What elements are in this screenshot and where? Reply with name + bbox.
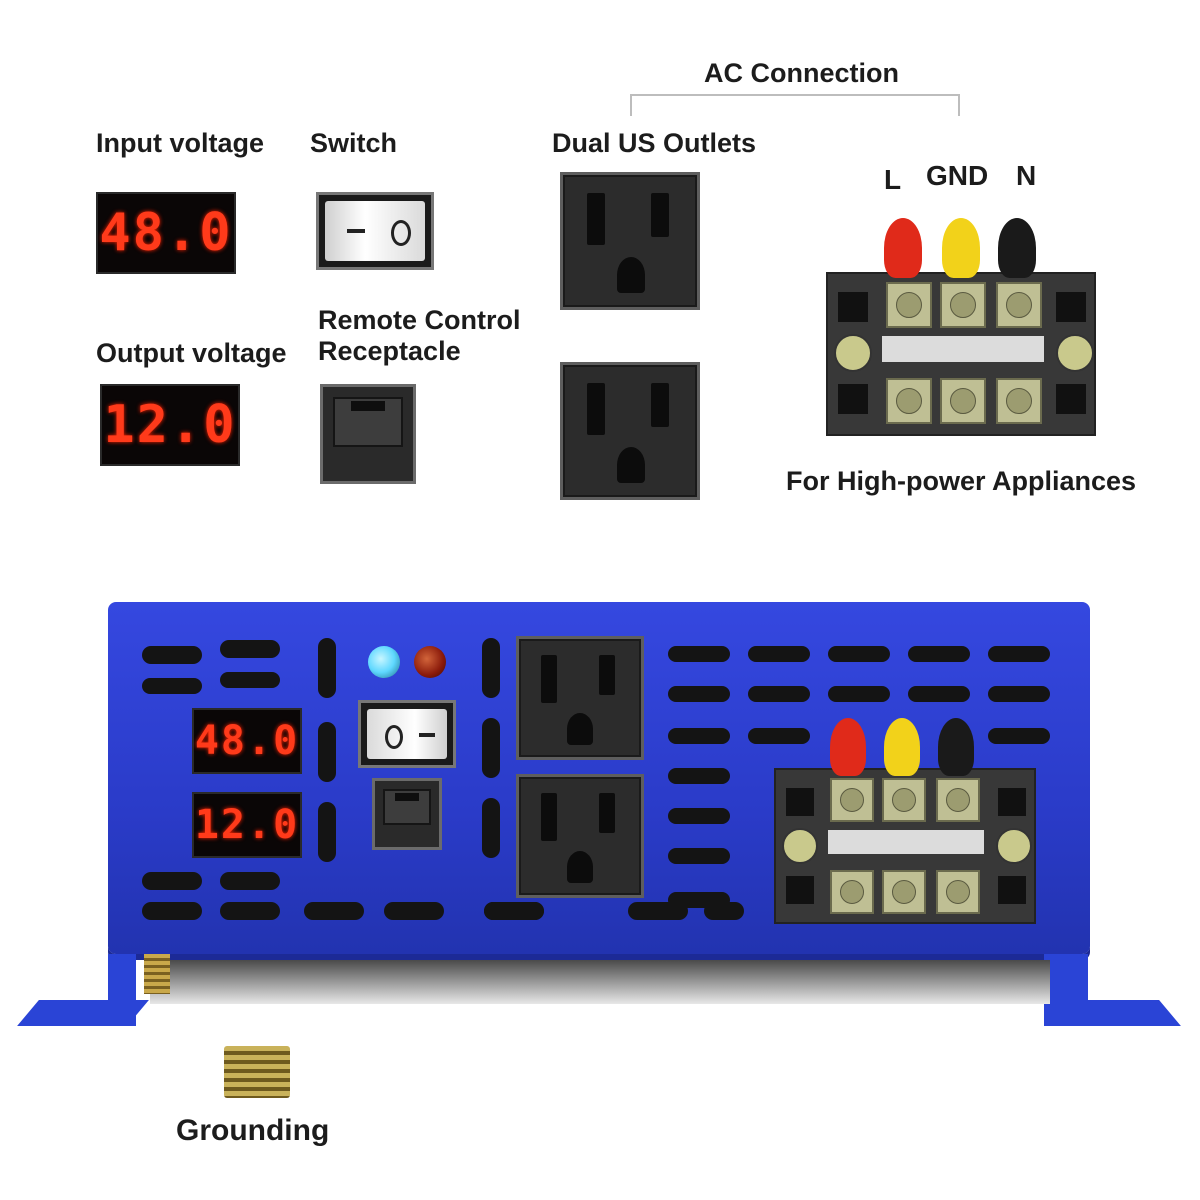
- input-voltage-label: Input voltage: [96, 128, 264, 158]
- panel-output-display: 12.0: [192, 792, 302, 858]
- panel-input-display: 48.0: [192, 708, 302, 774]
- terminal-n-label: N: [1016, 160, 1037, 191]
- remote-control-label: Remote Control: [318, 305, 521, 335]
- base-shadow: [150, 960, 1050, 1004]
- panel-outlet-bottom[interactable]: [516, 774, 644, 898]
- panel-power-switch[interactable]: [358, 700, 456, 768]
- output-voltage-label: Output voltage: [96, 338, 287, 368]
- ac-connection-label: AC Connection: [704, 58, 899, 88]
- panel-yellow-lug-icon: [884, 718, 920, 776]
- terminal-l-label: L: [884, 164, 902, 195]
- dual-outlets-label: Dual US Outlets: [552, 128, 757, 158]
- status-led-red-icon: [414, 646, 446, 678]
- panel-terminal-block[interactable]: [774, 768, 1036, 924]
- black-lug-icon: [998, 218, 1036, 278]
- panel-black-lug-icon: [938, 718, 974, 776]
- output-voltage-display: 12.0: [100, 384, 240, 466]
- remote-receptacle-label: Receptacle: [318, 336, 461, 366]
- yellow-lug-icon: [942, 218, 980, 278]
- grounding-label: Grounding: [176, 1114, 330, 1147]
- us-outlet-icon: [560, 172, 700, 310]
- status-led-blue-icon: [368, 646, 400, 678]
- switch-label: Switch: [310, 128, 398, 158]
- rocker-switch-icon: [316, 192, 434, 270]
- panel-ground-bolt-icon: [144, 954, 170, 994]
- rj-port-icon: [320, 384, 416, 484]
- ac-connection-bracket: [630, 94, 960, 116]
- mounting-foot-right-riser: [1044, 954, 1088, 1026]
- panel-outlet-top[interactable]: [516, 636, 644, 760]
- ground-bolt-icon: [224, 1046, 290, 1098]
- panel-remote-port[interactable]: [372, 778, 442, 850]
- terminal-block-icon: [826, 272, 1096, 436]
- mounting-foot-left-riser: [108, 954, 136, 1026]
- terminal-gnd-label: GND: [926, 160, 989, 191]
- inverter-front-panel: 48.0 12.0: [108, 602, 1090, 954]
- input-voltage-display: 48.0: [96, 192, 236, 274]
- high-power-label: For High-power Appliances: [786, 466, 1137, 496]
- panel-red-lug-icon: [830, 718, 866, 776]
- us-outlet-icon: [560, 362, 700, 500]
- red-lug-icon: [884, 218, 922, 278]
